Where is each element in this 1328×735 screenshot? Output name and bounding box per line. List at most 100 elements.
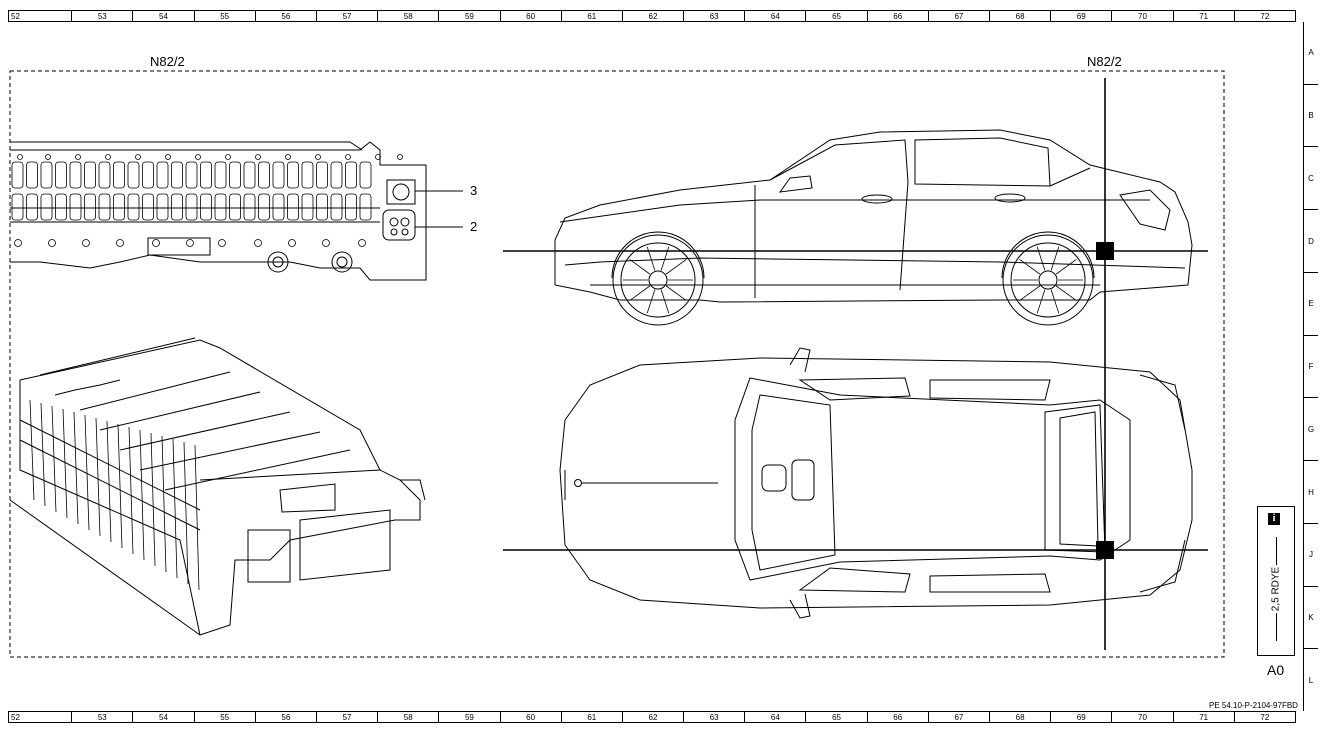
bolt <box>48 239 56 247</box>
battery-top-detail <box>10 141 463 281</box>
column-number: 62 <box>621 712 683 722</box>
wheel-spoke <box>665 259 687 275</box>
battery-bolts <box>14 154 403 247</box>
battery-cell <box>26 193 38 221</box>
column-number: 60 <box>499 712 561 722</box>
battery-cell <box>156 161 169 189</box>
location-marker-side <box>1096 242 1114 260</box>
battery-cell <box>142 161 154 189</box>
column-number: 53 <box>71 11 132 21</box>
rib-line <box>150 432 156 567</box>
column-number: 56 <box>254 712 316 722</box>
battery-cell <box>98 161 111 189</box>
component-label-left: N82/2 <box>150 54 185 69</box>
battery-cell <box>272 193 285 221</box>
wheel-spoke <box>1055 285 1077 301</box>
bolt <box>45 154 51 160</box>
row-letter: B <box>1304 85 1318 148</box>
battery-cell <box>55 161 67 189</box>
bolt <box>218 239 226 247</box>
battery-cell-row-upper <box>11 161 372 189</box>
location-code: A0 <box>1267 662 1285 678</box>
battery-cell <box>243 161 256 189</box>
battery-cell <box>316 161 328 189</box>
bolt <box>225 154 231 160</box>
column-number: 59 <box>438 712 499 722</box>
rib-line <box>29 399 35 501</box>
column-number: 68 <box>989 712 1050 722</box>
row-letter: G <box>1304 398 1318 462</box>
battery-cell <box>40 161 53 189</box>
column-number: 67 <box>927 712 989 722</box>
column-number: 71 <box>1172 11 1234 21</box>
column-number: 58 <box>377 11 438 21</box>
column-number: 61 <box>560 11 622 21</box>
wheel-spoke <box>1055 259 1077 275</box>
battery-cell <box>214 193 227 221</box>
battery-cell <box>330 161 343 189</box>
battery-cell <box>316 193 328 221</box>
column-number: 54 <box>132 712 193 722</box>
column-number: 62 <box>621 11 683 21</box>
battery-cell <box>345 193 357 221</box>
wheel-spoke <box>660 289 670 314</box>
row-letter: L <box>1308 675 1314 685</box>
row-letter: F <box>1304 336 1318 399</box>
battery-cell <box>185 193 198 221</box>
bolt <box>397 154 403 160</box>
column-number: 72 <box>1233 11 1295 21</box>
car-top-view <box>559 347 1193 619</box>
row-letter: C <box>1304 147 1318 211</box>
location-crosshair-lines <box>503 78 1208 650</box>
column-number: 55 <box>193 11 255 21</box>
bolt <box>82 239 90 247</box>
bolt <box>17 154 23 160</box>
bolt <box>186 239 194 247</box>
rib-line <box>172 438 178 579</box>
column-number: 71 <box>1172 712 1234 722</box>
column-number: 58 <box>377 712 438 722</box>
row-letter: K <box>1304 587 1318 650</box>
column-number: 69 <box>1050 11 1111 21</box>
rib-line <box>40 402 46 507</box>
row-letter: A <box>1304 22 1318 85</box>
battery-cell <box>301 193 314 221</box>
battery-cell <box>272 161 285 189</box>
bolt <box>165 154 171 160</box>
rib-line <box>161 435 167 573</box>
component-label-right: N82/2 <box>1087 54 1122 69</box>
battery-cell <box>258 193 270 221</box>
wheel-spoke <box>665 285 687 301</box>
battery-cell <box>200 161 212 189</box>
battery-cell <box>214 161 227 189</box>
bolt <box>14 239 22 247</box>
document-code: PE 54.10-P-2104-97FBD <box>1209 701 1298 710</box>
column-number: 65 <box>805 11 866 21</box>
battery-cell <box>301 161 314 189</box>
battery-cell <box>359 161 372 189</box>
column-number: 70 <box>1111 11 1172 21</box>
rib-line <box>128 426 134 555</box>
wheel-spoke <box>1050 289 1060 314</box>
battery-cell <box>229 193 241 221</box>
battery-cell <box>156 193 169 221</box>
bolt <box>358 239 366 247</box>
bolt <box>375 154 381 160</box>
battery-cell <box>55 193 67 221</box>
column-number: 54 <box>132 11 193 21</box>
wheel-spoke <box>646 289 656 314</box>
wheel-spoke <box>1036 289 1046 314</box>
wheel-spoke <box>629 259 651 275</box>
column-number: 66 <box>866 11 928 21</box>
bolt <box>152 239 160 247</box>
battery-cell <box>98 193 111 221</box>
column-number: 70 <box>1111 712 1172 722</box>
column-number: 52 <box>11 12 20 21</box>
rib-line <box>95 417 101 537</box>
battery-cell <box>69 161 82 189</box>
battery-cell <box>243 193 256 221</box>
